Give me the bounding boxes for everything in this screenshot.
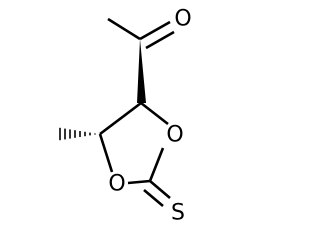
carbonyl-oxygen-label: O	[174, 7, 191, 32]
thione-double-bond-a	[149, 180, 171, 199]
carbonyl-double-bond-b	[145, 30, 175, 50]
ring-bond-c2-o	[127, 179, 151, 185]
ring-oxygen-left-label: O	[108, 172, 125, 197]
ring-bond-c4-c5	[99, 101, 142, 136]
thione-sulfur-label: S	[171, 201, 185, 226]
ring-bond-c4-o	[140, 101, 169, 126]
ring-oxygen-right-label: O	[166, 123, 183, 148]
molecule-structure: O O O S	[59, 7, 192, 226]
wedge-bond	[137, 39, 146, 103]
thione-double-bond-b	[143, 189, 164, 207]
methyl-to-carbonyl-bond	[107, 17, 141, 41]
hashed-wedge-bond	[59, 127, 96, 141]
ring-bond-o-c2	[148, 147, 165, 182]
ring-bond-o-c5	[98, 133, 114, 173]
carbonyl-double-bond-a	[139, 20, 171, 41]
